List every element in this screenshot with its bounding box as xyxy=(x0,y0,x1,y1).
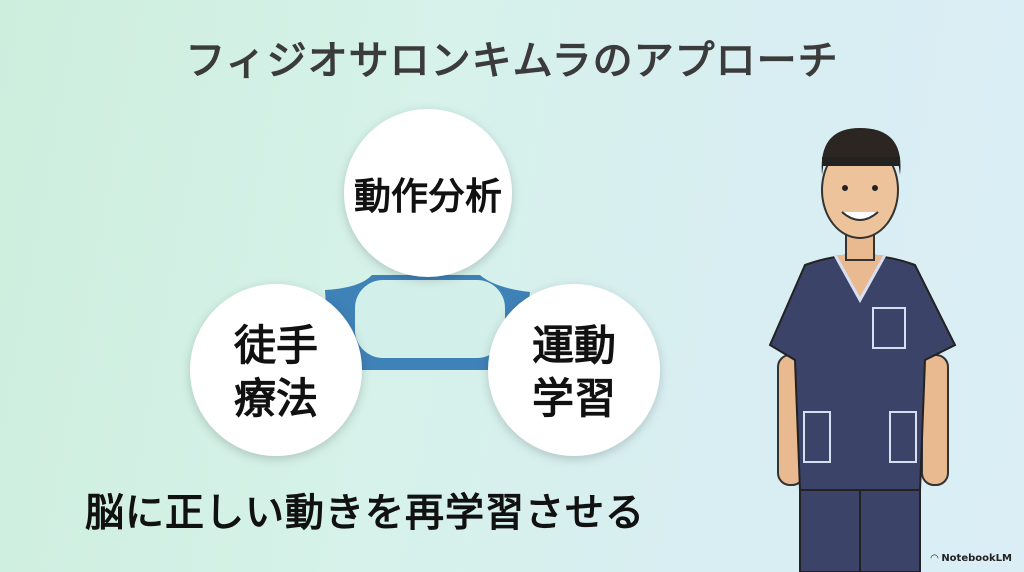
notebooklm-logo-icon: ◠ xyxy=(930,553,939,564)
circle-right-line-2: 学習 xyxy=(531,373,616,423)
circle-left-line-1: 徒手 xyxy=(233,321,318,370)
circle-left xyxy=(190,284,362,456)
slide-subtitle: 脳に正しい動きを再学習させる xyxy=(85,491,646,536)
therapist-illustration xyxy=(768,128,957,572)
circle-right xyxy=(488,284,660,456)
circle-top-label: 動作分析 xyxy=(354,175,502,218)
circle-right-line-1: 運動 xyxy=(531,321,616,370)
notebooklm-watermark: ◠ NotebookLM xyxy=(931,553,1012,564)
connector-ring xyxy=(325,275,530,370)
slide-title: フィジオサロンキムラのアプローチ xyxy=(185,38,839,84)
circle-right-label: 運動 学習 xyxy=(498,320,650,425)
circle-left-label: 徒手 療法 xyxy=(200,320,352,425)
circle-top xyxy=(344,109,512,277)
brand-label: NotebookLM xyxy=(941,553,1012,564)
circle-left-line-2: 療法 xyxy=(233,373,318,423)
